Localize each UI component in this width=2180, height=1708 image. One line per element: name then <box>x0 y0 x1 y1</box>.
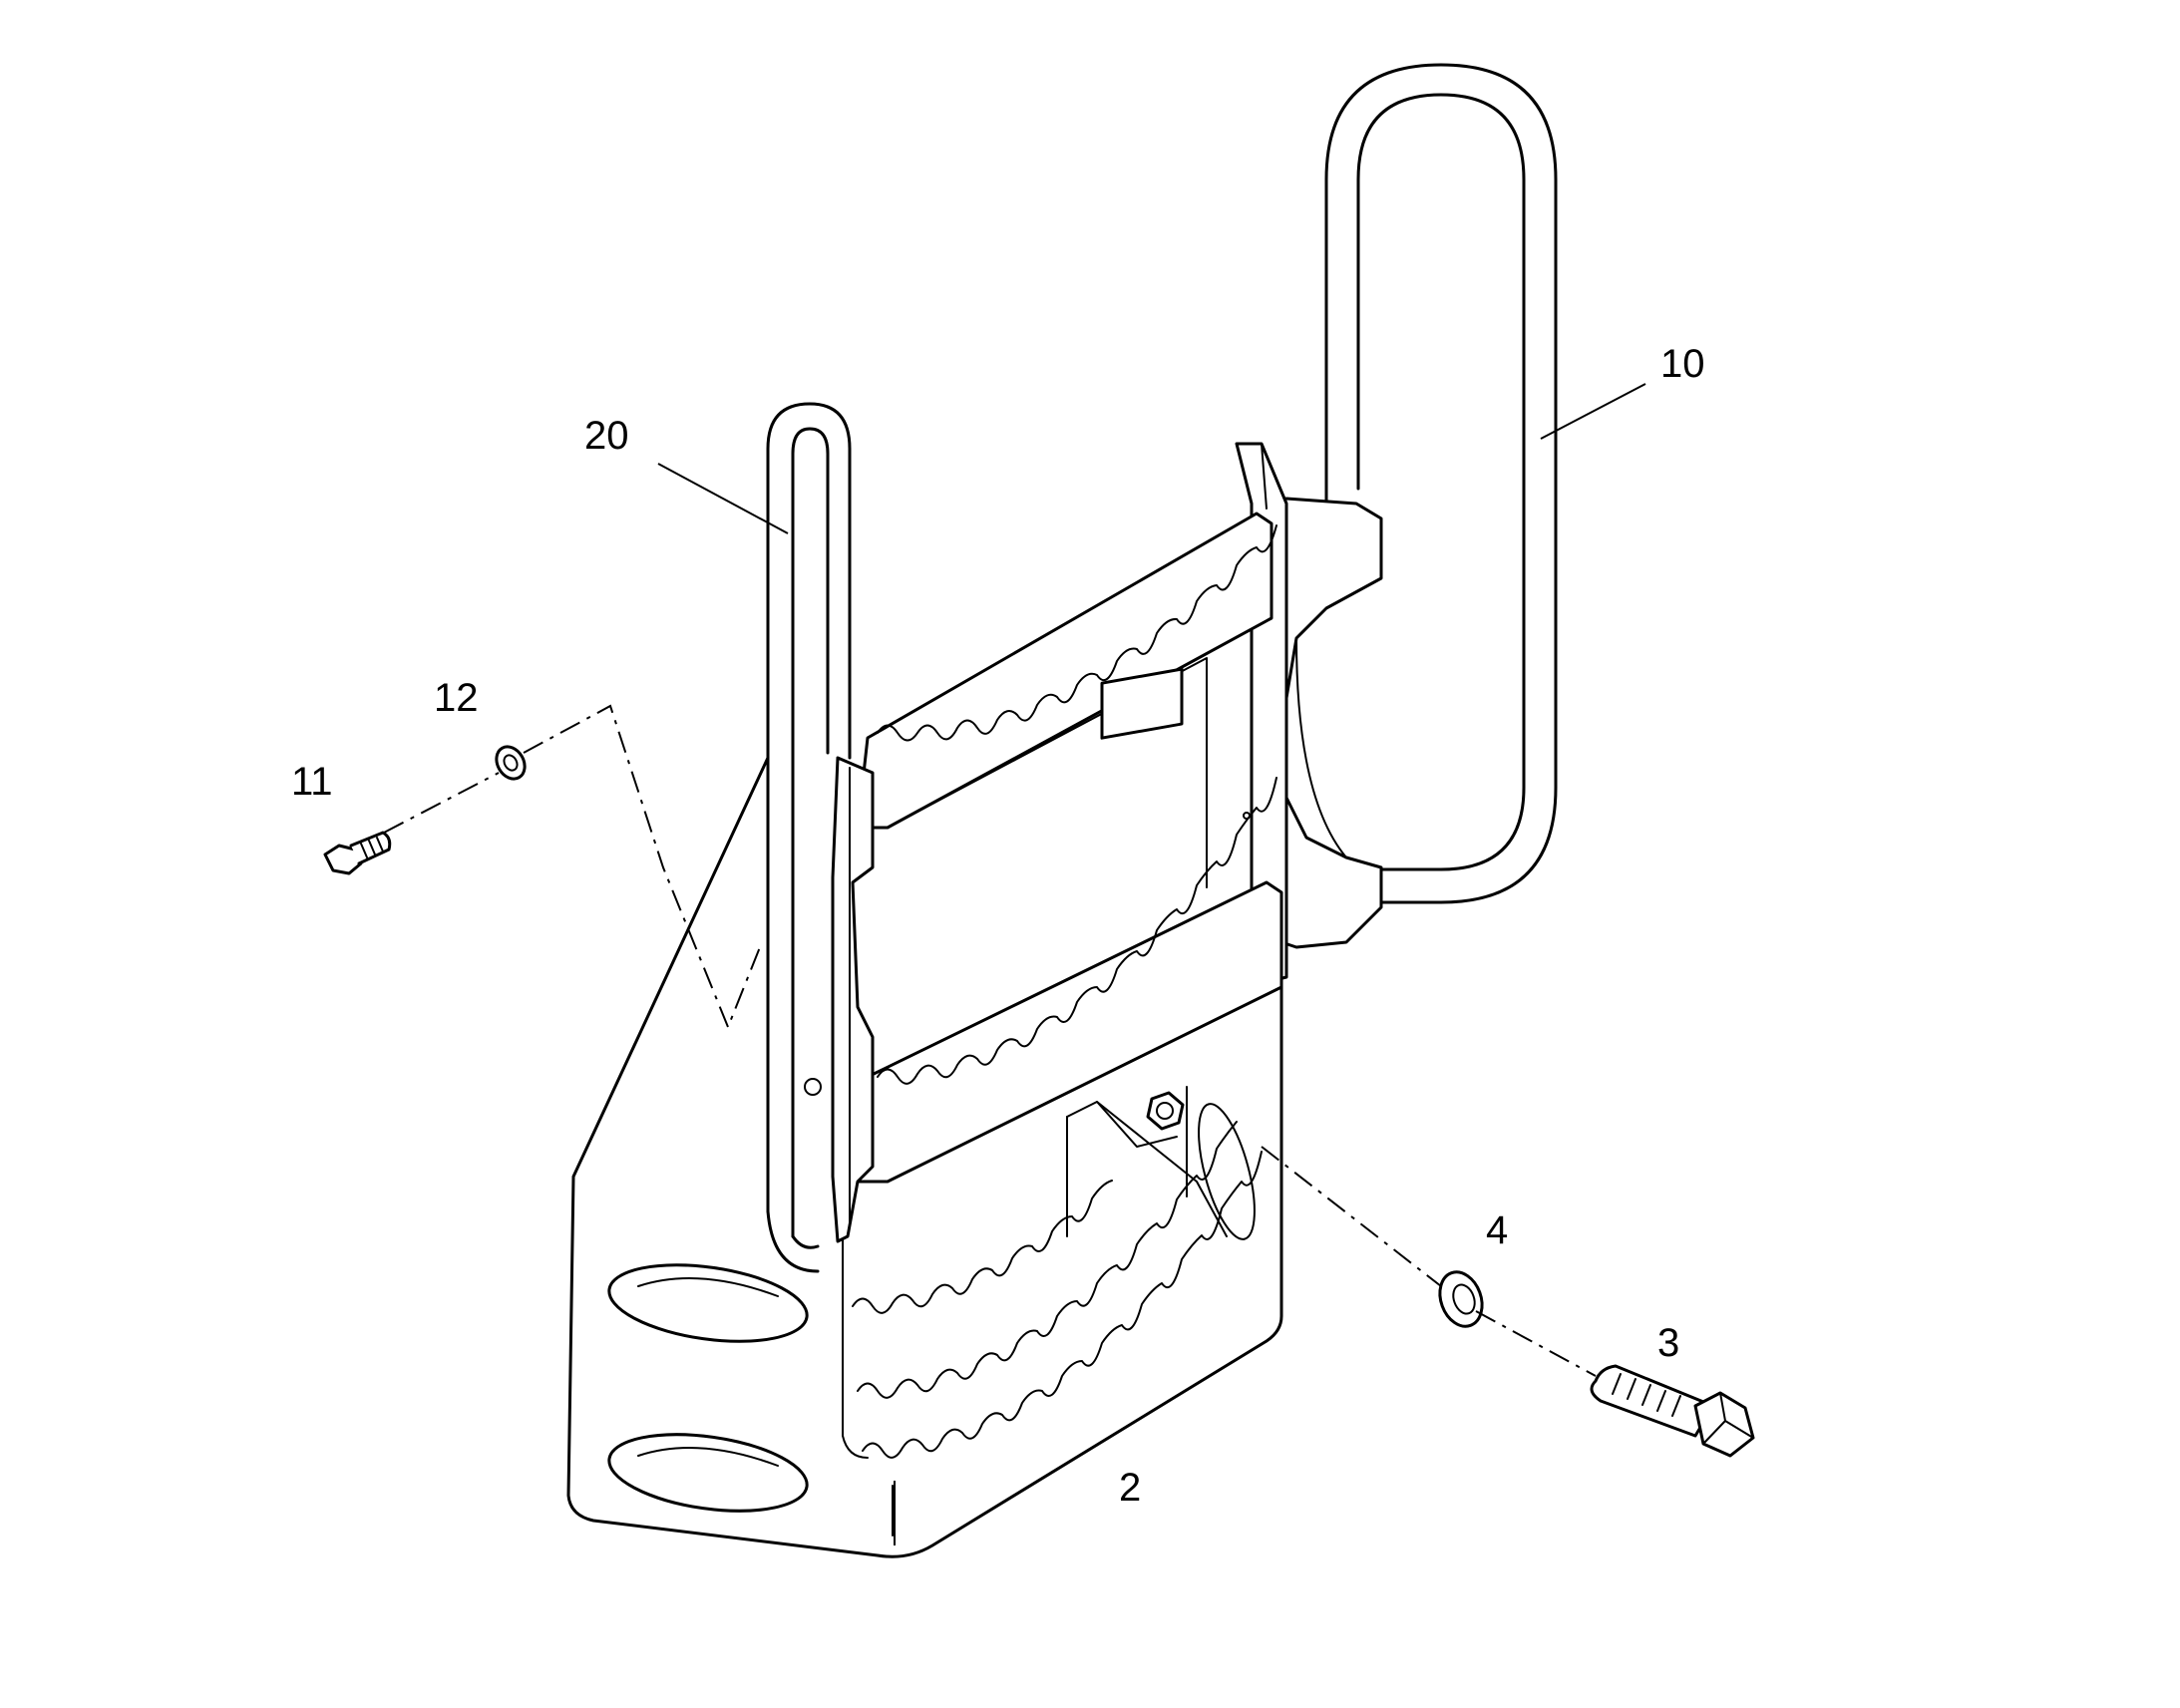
part-4-washer <box>1438 1270 1484 1328</box>
callout-20: 20 <box>584 414 629 458</box>
part-10-grab-handle <box>1279 63 1558 949</box>
leader-10 <box>1540 383 1646 440</box>
leader-lines <box>657 383 1646 1545</box>
callout-12: 12 <box>434 676 479 720</box>
part-2-step-frame <box>566 442 1288 1558</box>
callout-4: 4 <box>1486 1208 1508 1252</box>
callout-labels: 20 10 12 11 4 3 2 <box>291 342 1705 1510</box>
callout-11: 11 <box>291 760 333 804</box>
part-20-grab-handle <box>766 402 875 1273</box>
assembly-lines <box>383 704 1597 1377</box>
leader-20 <box>657 463 789 534</box>
part-3-bolt <box>1590 1364 1755 1458</box>
callout-10: 10 <box>1660 342 1705 386</box>
part-11-bolt <box>323 831 392 875</box>
callout-3: 3 <box>1657 1321 1679 1365</box>
part-12-washer <box>495 745 527 781</box>
callout-2: 2 <box>1119 1466 1141 1510</box>
